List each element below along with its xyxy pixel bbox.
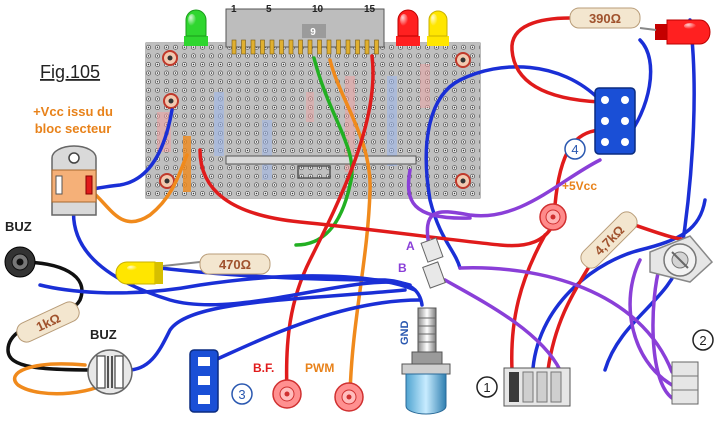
plus5v-label: +5Vcc	[562, 179, 597, 193]
header-pin	[374, 39, 379, 55]
header-pin	[288, 39, 294, 55]
connector-1-label: 1	[476, 376, 498, 398]
ic-marker	[297, 165, 331, 179]
ic-socket	[225, 155, 417, 165]
resistor-470: 470Ω	[199, 253, 271, 275]
buzzer: BUZ	[87, 327, 133, 395]
connector-2	[671, 361, 699, 405]
red-led-right	[639, 19, 711, 45]
blue-wire-buz	[122, 288, 407, 372]
gnd-jack: GND	[399, 307, 451, 415]
header-connector: 9 1 5 10 15	[225, 4, 385, 55]
header-pin	[279, 39, 284, 55]
bf-label: B.F.	[253, 361, 274, 375]
buz-top-label: BUZ	[5, 219, 32, 234]
pwm-label: PWM	[305, 361, 334, 375]
header-pin	[260, 39, 265, 55]
orange-wire-pwm	[328, 58, 372, 397]
connector-4-label: 4	[564, 138, 586, 160]
connector-2-label: 2	[692, 329, 714, 351]
potentiometer	[649, 235, 714, 283]
connector-3	[189, 349, 219, 413]
header-marker: 9	[310, 27, 316, 38]
mount-hole	[455, 173, 471, 189]
orange-wire-vcc	[88, 153, 189, 224]
yellow-led	[427, 10, 449, 46]
resistor-390: 390Ω	[569, 7, 641, 29]
mount-hole	[455, 52, 471, 68]
header-number: 1	[231, 4, 237, 15]
terminal-a: A	[406, 237, 444, 263]
header-number: 5	[266, 4, 272, 15]
svg-text:2: 2	[699, 333, 706, 348]
voltage-regulator	[51, 145, 97, 216]
blue-wire-c1	[531, 198, 707, 370]
connector-4	[594, 87, 636, 155]
blue-wire-ab	[424, 65, 602, 270]
mount-hole	[163, 93, 179, 109]
svg-text:3: 3	[238, 387, 245, 402]
red-wire-390	[510, 16, 602, 104]
header-pin	[355, 39, 360, 55]
purple-wire-b	[443, 278, 562, 372]
blue-wire-c3	[213, 298, 422, 362]
red-wire-c1a	[510, 233, 547, 372]
purple-wire-board	[406, 168, 472, 220]
test-point-bf: B.F.	[253, 361, 302, 409]
header-pin	[241, 39, 246, 55]
svg-text:B: B	[398, 261, 407, 275]
resistor-value: 390Ω	[589, 11, 621, 26]
header-number: 15	[364, 4, 376, 15]
test-point-pwm: PWM	[305, 361, 364, 412]
vcc-note-line2: bloc secteur	[35, 121, 112, 136]
terminal-b: B	[398, 261, 446, 289]
blue-wire-reg	[71, 203, 412, 307]
test-point-5v: +5Vcc	[539, 179, 597, 231]
connector-1	[503, 367, 571, 407]
orange-wire-buz	[12, 362, 120, 396]
perfboard	[145, 42, 481, 199]
svg-text:1: 1	[483, 380, 490, 395]
resistor-value: 470Ω	[219, 257, 251, 272]
vcc-note-line1: +Vcc issu du	[33, 104, 113, 119]
wires	[6, 16, 707, 400]
gnd-label: GND	[399, 321, 411, 346]
connector-3-label: 3	[231, 383, 253, 405]
purple-wire-a	[425, 158, 602, 252]
mount-hole	[159, 173, 175, 189]
green-led	[184, 9, 208, 46]
buz-jack: BUZ	[4, 219, 36, 278]
figure-title: Fig.105	[40, 62, 100, 82]
purple-wire-c2a	[458, 266, 674, 374]
purple-wire-c2c	[651, 263, 674, 400]
header-pin	[298, 39, 303, 55]
red-wire-5v	[198, 148, 555, 248]
header-pin	[364, 39, 370, 55]
red-wire-bf	[284, 54, 375, 394]
svg-text:4: 4	[571, 142, 578, 157]
header-pin	[250, 39, 256, 55]
header-pin	[336, 39, 341, 55]
mount-hole	[162, 50, 178, 66]
header-pin	[307, 39, 313, 55]
header-pin	[345, 39, 351, 55]
header-pin	[231, 39, 237, 55]
buz-bottom-label: BUZ	[90, 327, 117, 342]
svg-text:A: A	[406, 239, 415, 253]
red-led	[396, 9, 420, 46]
header-pin	[317, 39, 322, 55]
header-pin	[326, 39, 332, 55]
header-pin	[269, 39, 275, 55]
resistor-1k: 1kΩ	[16, 301, 80, 343]
yellow-led-left	[115, 261, 201, 285]
header-number: 10	[312, 4, 324, 15]
